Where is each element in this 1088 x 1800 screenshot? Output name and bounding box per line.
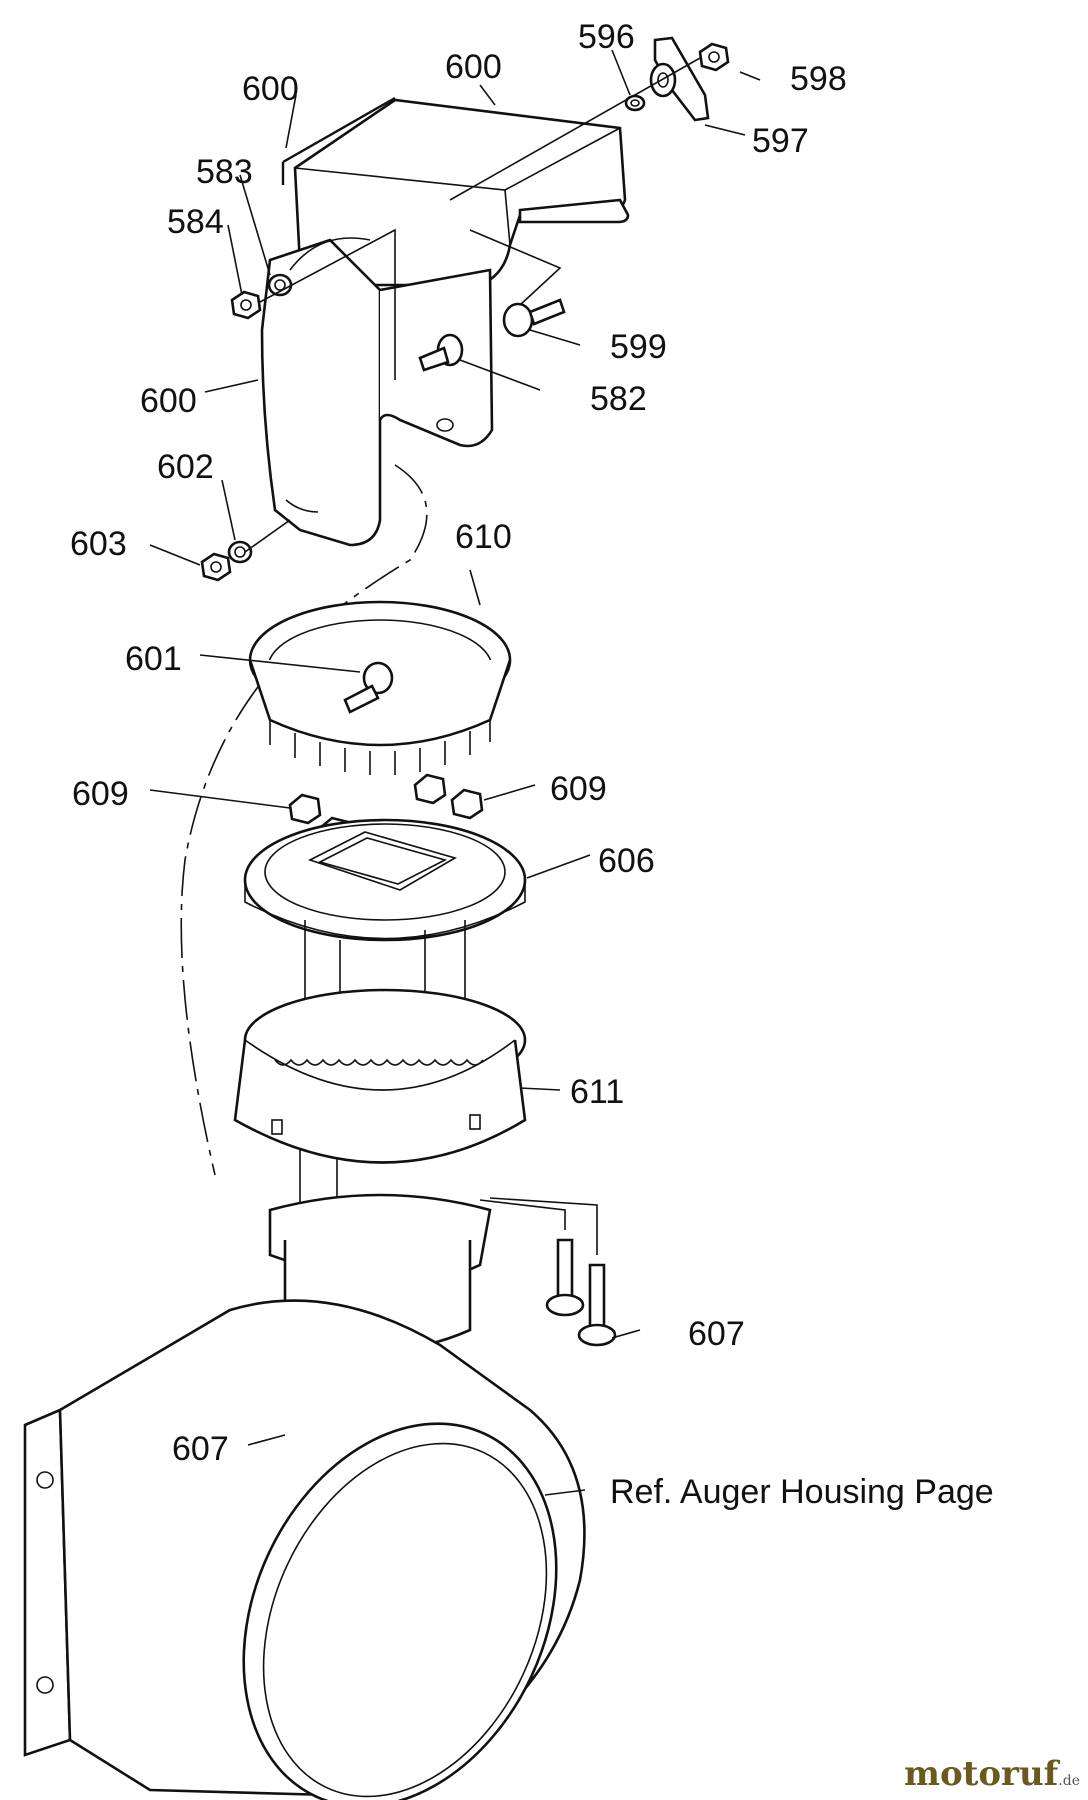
- washer-596: [624, 94, 646, 112]
- nut-603: [200, 552, 232, 582]
- callout-597: 597: [752, 122, 809, 160]
- callout-609-left: 609: [72, 775, 129, 813]
- ring-gear-611: [233, 988, 527, 1164]
- nut-598: [698, 42, 730, 72]
- bolt-601: [343, 661, 394, 714]
- callout-602: 602: [157, 448, 214, 486]
- callout-600-top: 600: [445, 48, 502, 86]
- callout-609-right: 609: [550, 770, 607, 808]
- axis-line-602: [244, 519, 291, 553]
- chute-body-600: [260, 237, 494, 547]
- axis-line-top: [449, 57, 701, 201]
- rotation-path-outline: [180, 464, 428, 1176]
- auger-housing: [23, 1299, 586, 1800]
- nut-584: [230, 290, 262, 320]
- callout-611: 611: [570, 1073, 624, 1111]
- callout-606: 606: [598, 842, 655, 880]
- callout-582: 582: [590, 380, 647, 418]
- callout-610: 610: [455, 518, 512, 556]
- bolt-599: [502, 298, 566, 338]
- alignment-lines-607: [479, 1197, 598, 1255]
- callout-598: 598: [790, 60, 847, 98]
- leader-599-path: [469, 229, 562, 306]
- callout-600-left: 600: [140, 382, 197, 420]
- handle-assembly-597: [649, 36, 710, 122]
- watermark-brand: motoruf: [904, 1754, 1059, 1794]
- callout-603: 603: [70, 525, 127, 563]
- callout-607-left: 607: [172, 1430, 229, 1468]
- leader-lines: [149, 49, 761, 1496]
- chute-ring-610: [248, 600, 512, 775]
- watermark-suffix: .de: [1058, 1773, 1080, 1789]
- callout-600-top-left: 600: [242, 70, 299, 108]
- callout-599: 599: [610, 328, 667, 366]
- washer-602: [227, 540, 253, 564]
- bolt-582: [418, 333, 464, 372]
- bearing-plate-606: [243, 818, 527, 942]
- callout-601: 601: [125, 640, 182, 678]
- washer-583: [267, 273, 293, 297]
- callout-596: 596: [578, 18, 635, 56]
- callout-583: 583: [196, 153, 253, 191]
- axis-line-left: [259, 228, 396, 380]
- callout-607-right: 607: [688, 1315, 745, 1353]
- reference-note: Ref. Auger Housing Page: [610, 1473, 994, 1511]
- callout-584: 584: [167, 203, 224, 241]
- watermark-logo: motoruf.de: [904, 1754, 1080, 1794]
